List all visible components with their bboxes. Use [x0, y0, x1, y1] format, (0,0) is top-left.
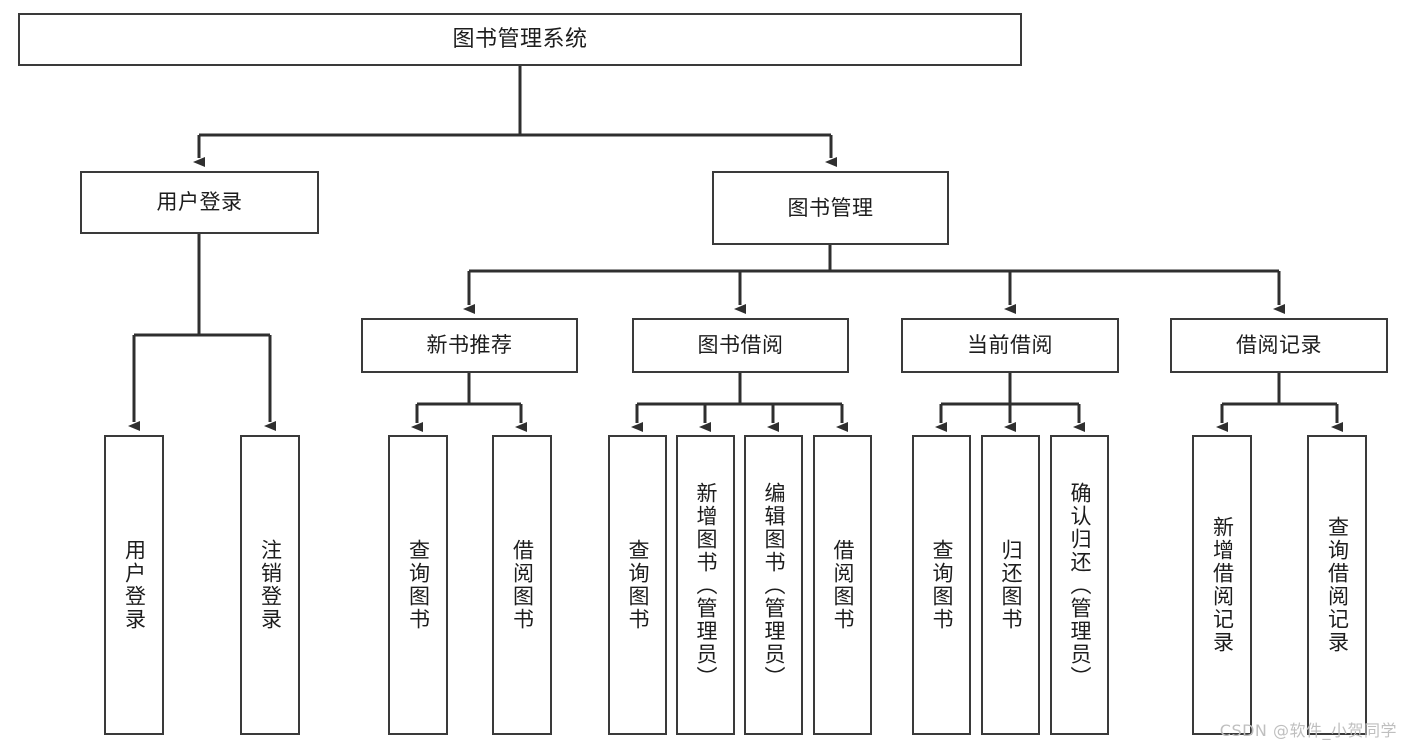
node-label: 用户登录	[122, 539, 147, 631]
node-label: 查询图书	[930, 539, 954, 631]
leaf-confirm-return-admin[interactable]: 确认归还（管理员）	[1050, 435, 1109, 735]
node-label: 借阅图书	[831, 539, 855, 631]
leaf-add-book-admin[interactable]: 新增图书（管理员）	[676, 435, 735, 735]
node-label: 新增图书（管理员）	[694, 481, 718, 689]
node-label: 新书推荐	[426, 333, 513, 358]
node-label: 借阅图书	[510, 539, 535, 631]
node-root-book-management-system[interactable]: 图书管理系统	[18, 13, 1022, 66]
node-user-login[interactable]: 用户登录	[80, 171, 319, 234]
leaf-query-book-borrow[interactable]: 查询图书	[608, 435, 667, 735]
leaf-borrow-book[interactable]: 借阅图书	[813, 435, 872, 735]
node-current-borrow[interactable]: 当前借阅	[901, 318, 1119, 373]
leaf-query-book-recommend[interactable]: 查询图书	[388, 435, 448, 735]
node-borrow-record[interactable]: 借阅记录	[1170, 318, 1388, 373]
leaf-query-borrow-record[interactable]: 查询借阅记录	[1307, 435, 1367, 735]
node-label: 图书借阅	[697, 333, 784, 358]
leaf-add-borrow-record[interactable]: 新增借阅记录	[1192, 435, 1252, 735]
node-book-borrow[interactable]: 图书借阅	[632, 318, 849, 373]
node-label: 查询图书	[626, 539, 650, 631]
node-label: 图书管理	[787, 195, 874, 220]
leaf-edit-book-admin[interactable]: 编辑图书（管理员）	[744, 435, 803, 735]
node-label: 图书管理系统	[452, 26, 588, 52]
node-label: 查询借阅记录	[1325, 516, 1350, 654]
node-label: 借阅记录	[1236, 333, 1322, 358]
leaf-borrow-book-recommend[interactable]: 借阅图书	[492, 435, 552, 735]
node-book-management[interactable]: 图书管理	[712, 171, 949, 245]
node-label: 新增借阅记录	[1210, 516, 1235, 654]
node-label: 确认归还（管理员）	[1068, 481, 1092, 689]
node-label: 归还图书	[999, 539, 1023, 631]
node-label: 查询图书	[406, 539, 431, 631]
leaf-user-login[interactable]: 用户登录	[104, 435, 164, 735]
leaf-return-book[interactable]: 归还图书	[981, 435, 1040, 735]
leaf-query-book-current[interactable]: 查询图书	[912, 435, 971, 735]
node-label: 编辑图书（管理员）	[762, 481, 786, 689]
node-label: 当前借阅	[967, 333, 1053, 358]
node-label: 用户登录	[156, 190, 243, 215]
node-new-book-recommend[interactable]: 新书推荐	[361, 318, 578, 373]
csdn-watermark: CSDN @软件_小贺同学	[1219, 721, 1397, 740]
leaf-logout-login[interactable]: 注销登录	[240, 435, 300, 735]
node-label: 注销登录	[258, 539, 283, 631]
